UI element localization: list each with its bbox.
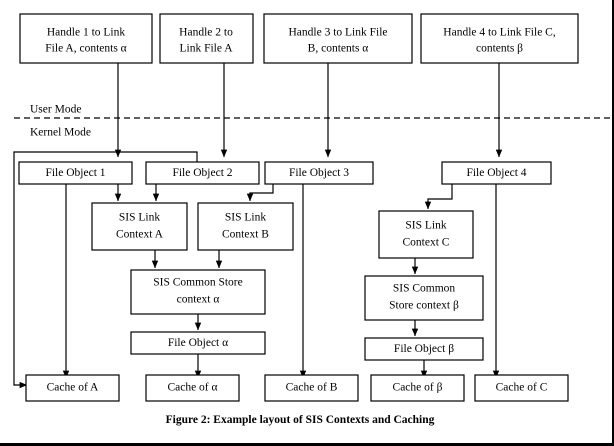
file-object-1-label: File Object 1 — [45, 167, 105, 179]
sis-link-context-c-line1: SIS Link — [405, 220, 446, 232]
handle-box-3: Handle 3 to Link File B, contents α — [263, 13, 413, 64]
figure-caption: Figure 2: Example layout of SIS Contexts… — [165, 414, 435, 426]
sis-common-store-alpha-line2: context α — [177, 294, 220, 306]
file-object-3: File Object 3 — [264, 161, 374, 185]
sis-link-context-a-line2: Context A — [116, 229, 164, 241]
cache-of-a-label: Cache of A — [47, 382, 99, 394]
cache-of-alpha: Cache of α — [145, 374, 240, 402]
cache-of-c-label: Cache of C — [496, 382, 548, 394]
handle-box-1-line2: File A, contents α — [45, 43, 126, 55]
sis-link-context-c-line2: Context C — [403, 237, 450, 249]
cache-of-beta: Cache of β — [370, 374, 465, 402]
connector-fileobject2-to-cacheA — [13, 151, 198, 389]
sis-link-context-b-line1: SIS Link — [225, 212, 266, 224]
cache-of-alpha-label: Cache of α — [167, 382, 217, 394]
file-object-3-label: File Object 3 — [289, 167, 349, 179]
sis-common-store-beta-line1: SIS Common — [393, 283, 456, 295]
handle-box-2-line2: Link File A — [179, 43, 233, 55]
kernel-mode-label: Kernel Mode — [30, 127, 91, 139]
sis-common-store-beta-line2: Store context β — [389, 300, 459, 312]
file-object-alpha-label: File Object α — [168, 337, 228, 349]
cache-of-b: Cache of B — [264, 374, 359, 402]
file-object-beta-label: File Object β — [394, 343, 454, 355]
file-object-4-label: File Object 4 — [466, 167, 526, 179]
sis-common-store-beta: SIS Common Store context β — [364, 275, 484, 321]
file-object-1: File Object 1 — [18, 161, 133, 185]
sis-common-store-alpha-line1: SIS Common Store — [153, 277, 242, 289]
handle-box-3-line2: B, contents α — [308, 43, 369, 55]
cache-of-beta-label: Cache of β — [393, 382, 443, 394]
sis-link-context-a: SIS Link Context A — [91, 202, 188, 251]
handle-box-4-line2: contents β — [476, 43, 523, 55]
sis-link-context-b: SIS Link Context B — [197, 202, 294, 251]
file-object-beta: File Object β — [364, 337, 484, 361]
file-object-2-label: File Object 2 — [172, 167, 232, 179]
handle-box-1-line1: Handle 1 to Link — [47, 27, 125, 39]
file-object-4: File Object 4 — [441, 161, 552, 185]
cache-of-b-label: Cache of B — [286, 382, 338, 394]
sis-common-store-alpha: SIS Common Store context α — [130, 269, 266, 315]
handle-box-4-line1: Handle 4 to Link File C, — [443, 27, 556, 39]
file-object-alpha: File Object α — [130, 331, 266, 355]
sis-link-context-a-line1: SIS Link — [119, 212, 160, 224]
connector-fileobject4-to-slcC — [424, 184, 453, 210]
cache-of-c: Cache of C — [474, 374, 569, 402]
sis-link-context-b-line2: Context B — [222, 229, 269, 241]
handle-box-2-line1: Handle 2 to — [179, 27, 233, 39]
connector-fileobject3-to-slcB — [246, 184, 274, 202]
handle-box-2: Handle 2 to Link File A — [159, 13, 254, 64]
cache-of-a: Cache of A — [25, 374, 120, 402]
handle-box-3-line1: Handle 3 to Link File — [288, 27, 387, 39]
handle-box-1: Handle 1 to Link File A, contents α — [19, 13, 153, 64]
handle-box-4: Handle 4 to Link File C, contents β — [420, 13, 579, 64]
user-mode-label: User Mode — [30, 104, 81, 116]
file-object-2: File Object 2 — [145, 161, 260, 185]
sis-link-context-c: SIS Link Context C — [378, 210, 474, 259]
